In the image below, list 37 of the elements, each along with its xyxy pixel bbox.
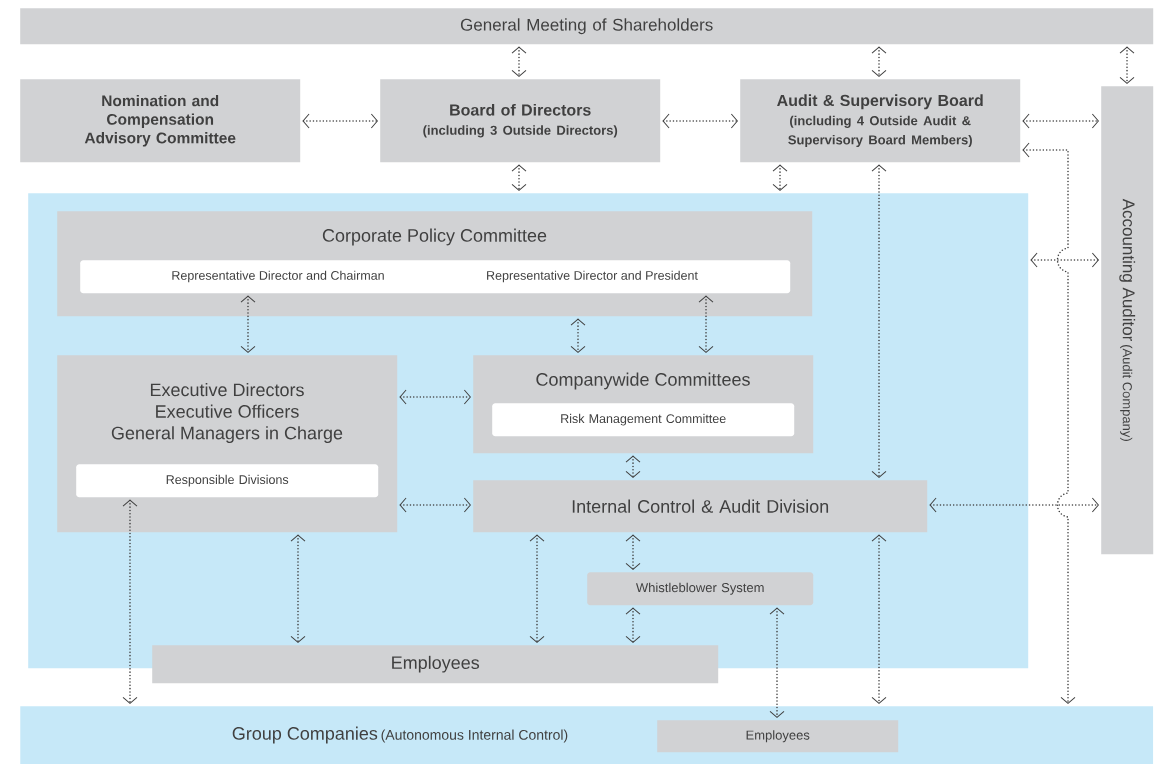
board-box: Audit & Supervisory Board (including 4 Outside Audit & Supervisory Board Members) — [740, 79, 1021, 163]
double-arrow — [122, 499, 138, 704]
double-arrow — [772, 164, 788, 191]
double-arrow — [529, 534, 545, 643]
double-arrow — [511, 46, 527, 77]
committee-box: Nomination and Compensation Advisory Committee — [20, 79, 301, 163]
division-box: Internal Control & Audit Division — [473, 480, 928, 533]
employees-box: Employees — [152, 645, 719, 684]
double-arrow — [1030, 252, 1099, 268]
double-arrow — [662, 113, 738, 129]
double-arrow — [240, 295, 256, 353]
double-arrow — [625, 607, 641, 643]
employees-box: Employees — [657, 720, 899, 753]
committee-box: Risk Management Committee — [492, 403, 795, 437]
double-arrow — [1022, 142, 1076, 704]
double-arrow — [871, 534, 887, 704]
double-arrow — [871, 164, 887, 478]
double-arrow — [1022, 113, 1099, 129]
auditor-box: Accounting Auditor (Audit Company) — [1101, 86, 1154, 555]
double-arrow — [290, 534, 306, 643]
double-arrow — [871, 46, 887, 77]
double-arrow — [625, 455, 641, 478]
role-box: Representative Director and Chairman Representative Director and President — [80, 260, 791, 294]
double-arrow — [399, 497, 471, 513]
double-arrow — [769, 607, 785, 718]
meeting-band: General Meeting of Shareholders — [20, 8, 1154, 45]
board-box: Board of Directors (including 3 Outside Directors) — [380, 79, 661, 163]
double-arrow — [399, 389, 471, 405]
double-arrow — [1119, 46, 1135, 84]
double-arrow — [698, 295, 714, 353]
system-box: Whistleblower System — [587, 572, 814, 606]
double-arrow — [511, 164, 527, 191]
double-arrow — [929, 497, 1099, 513]
double-arrow — [570, 318, 586, 353]
division-box: Responsible Divisions — [76, 464, 379, 498]
double-arrow — [302, 113, 378, 129]
double-arrow — [625, 534, 641, 570]
